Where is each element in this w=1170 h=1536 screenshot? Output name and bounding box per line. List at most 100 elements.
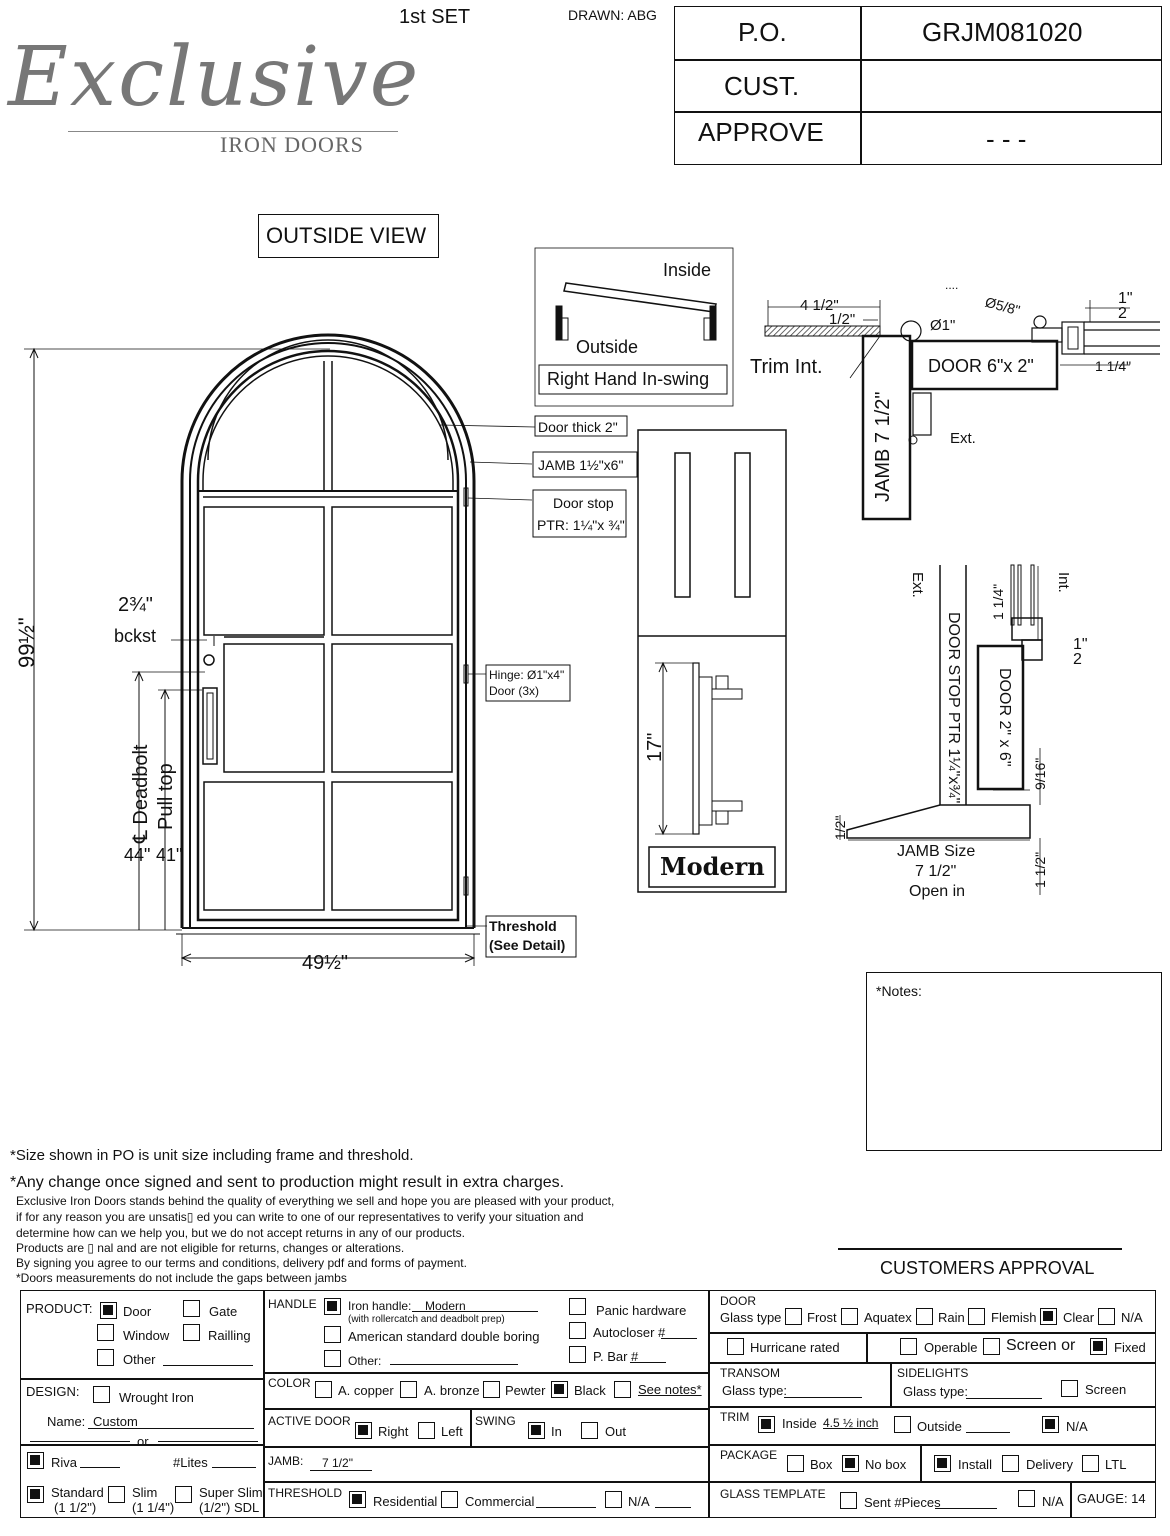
trim-label: Trim Int. <box>750 356 823 378</box>
cust-label: CUST. <box>724 71 800 101</box>
copper-label: A. copper <box>338 1383 394 1398</box>
autocloser-checkbox[interactable] <box>569 1322 586 1339</box>
aquatex-label: Aquatex <box>864 1310 912 1325</box>
product-window-label: Window <box>123 1328 170 1343</box>
iron-handle-checkbox[interactable] <box>324 1298 341 1315</box>
swing-type: Right Hand In-swing <box>547 369 710 389</box>
flemish-checkbox[interactable] <box>968 1308 985 1325</box>
handle-label: HANDLE <box>268 1297 317 1311</box>
jamb-label: JAMB 1½"x6" <box>538 457 624 473</box>
product-window-checkbox[interactable] <box>97 1324 114 1341</box>
iron-handle-value[interactable]: Modern <box>425 1299 466 1313</box>
screen-or-checkbox[interactable] <box>983 1338 1000 1355</box>
see-notes-checkbox[interactable] <box>614 1381 631 1398</box>
swing-in-checkbox[interactable] <box>528 1422 545 1439</box>
standard-size: (1 1/2") <box>54 1500 97 1515</box>
product-railing-checkbox[interactable] <box>183 1324 200 1341</box>
black-checkbox[interactable] <box>551 1381 568 1398</box>
glass-template-label: GLASS TEMPLATE <box>720 1487 826 1501</box>
panic-hardware-label: Panic hardware <box>596 1303 687 1318</box>
active-right-label: Right <box>378 1424 409 1439</box>
pbar-checkbox[interactable] <box>569 1346 586 1363</box>
swing-out-checkbox[interactable] <box>581 1422 598 1439</box>
rain-checkbox[interactable] <box>916 1308 933 1325</box>
hurricane-label: Hurricane rated <box>750 1340 840 1355</box>
box-label: Box <box>810 1457 833 1472</box>
transom-label: TRANSOM <box>720 1366 780 1380</box>
bronze-checkbox[interactable] <box>400 1381 417 1398</box>
dots-mark: .... <box>945 278 959 292</box>
door-glass-na-checkbox[interactable] <box>1098 1308 1115 1325</box>
copper-checkbox[interactable] <box>315 1381 332 1398</box>
delivery-checkbox[interactable] <box>1002 1455 1019 1472</box>
dim-4-5: 4 1/2" <box>800 297 839 314</box>
panic-hardware-checkbox[interactable] <box>569 1298 586 1315</box>
po-value: GRJM081020 <box>922 17 1083 47</box>
delivery-label: Delivery <box>1026 1457 1073 1472</box>
screen-or-label: Screen or <box>1006 1337 1076 1354</box>
trim-inside-value[interactable]: 4.5 ½ inch <box>823 1416 879 1430</box>
residential-checkbox[interactable] <box>349 1491 366 1508</box>
box-checkbox[interactable] <box>787 1455 804 1472</box>
american-boring-checkbox[interactable] <box>324 1326 341 1343</box>
fixed-checkbox[interactable] <box>1090 1338 1107 1355</box>
height-dimension: 99½" <box>14 617 39 668</box>
sent-pieces-checkbox[interactable] <box>840 1492 857 1509</box>
lites-label: #Lites <box>173 1455 208 1470</box>
product-other-checkbox[interactable] <box>97 1349 114 1366</box>
riva-checkbox[interactable] <box>27 1452 44 1469</box>
super-slim-checkbox[interactable] <box>175 1486 192 1503</box>
frost-checkbox[interactable] <box>785 1308 802 1325</box>
active-right-checkbox[interactable] <box>355 1422 372 1439</box>
product-door-checkbox[interactable] <box>100 1302 117 1319</box>
operable-label: Operable <box>924 1340 978 1355</box>
side-dim-1-5: 1 1/2" <box>1032 851 1048 888</box>
disclaimer-5: determine how can we help you, but we do… <box>16 1226 465 1240</box>
trim-na-checkbox[interactable] <box>1042 1416 1059 1433</box>
template-na-checkbox[interactable] <box>1018 1490 1035 1507</box>
product-other-label: Other <box>123 1352 156 1367</box>
slim-checkbox[interactable] <box>108 1486 125 1503</box>
threshold-detail: (See Detail) <box>489 937 566 953</box>
aquatex-checkbox[interactable] <box>841 1308 858 1325</box>
wrought-iron-checkbox[interactable] <box>93 1386 110 1403</box>
see-notes-label: See notes* <box>638 1382 702 1397</box>
notes-box[interactable] <box>866 972 1162 1151</box>
threshold-na-checkbox[interactable] <box>605 1491 622 1508</box>
hurricane-checkbox[interactable] <box>727 1338 744 1355</box>
disclaimer-2: *Any change once signed and sent to prod… <box>10 1174 565 1191</box>
disclaimer-6: Products are ▯ nal and are not eligible … <box>16 1241 405 1255</box>
trim-outside-checkbox[interactable] <box>894 1416 911 1433</box>
commercial-checkbox[interactable] <box>441 1491 458 1508</box>
screen-checkbox[interactable] <box>1061 1380 1078 1397</box>
ext-label: Ext. <box>950 430 976 447</box>
company-logo: Exclusive IRON DOORS <box>8 30 421 157</box>
operable-checkbox[interactable] <box>900 1338 917 1355</box>
side-dim-1-25: 1 1/4" <box>990 583 1006 620</box>
install-checkbox[interactable] <box>934 1455 951 1472</box>
sidelights-label: SIDELIGHTS <box>897 1366 969 1380</box>
standard-checkbox[interactable] <box>27 1486 44 1503</box>
no-box-checkbox[interactable] <box>842 1455 859 1472</box>
set-label: 1st SET <box>399 6 471 28</box>
swing-inside: Inside <box>663 260 712 280</box>
ltl-checkbox[interactable] <box>1082 1455 1099 1472</box>
dim-2: 2 <box>1118 305 1127 322</box>
frost-label: Frost <box>807 1310 837 1325</box>
side-dim-half: 1/2" <box>832 815 848 840</box>
pewter-checkbox[interactable] <box>483 1381 500 1398</box>
dim-dia-1: Ø1" <box>930 317 956 334</box>
door-glass-type-label: Glass type <box>720 1310 782 1325</box>
clear-checkbox[interactable] <box>1040 1308 1057 1325</box>
trim-inside-checkbox[interactable] <box>758 1416 775 1433</box>
jamb-form-value[interactable]: 7 1/2" <box>322 1456 353 1470</box>
package-label: PACKAGE <box>720 1448 778 1462</box>
design-name-value[interactable]: Custom <box>93 1414 138 1429</box>
active-left-checkbox[interactable] <box>418 1422 435 1439</box>
sent-pieces-label: Sent #Pieces <box>864 1495 941 1510</box>
handle-other-checkbox[interactable] <box>324 1350 341 1367</box>
order-form <box>20 1290 1156 1518</box>
product-gate-checkbox[interactable] <box>183 1300 200 1317</box>
dim-1: 1" <box>1118 290 1133 307</box>
